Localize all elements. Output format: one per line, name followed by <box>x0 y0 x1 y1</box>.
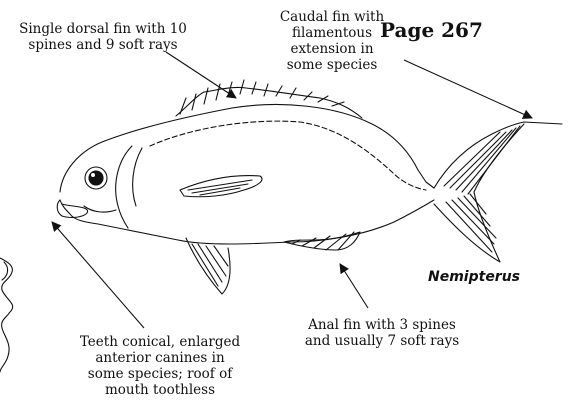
anal-fin-arrow <box>340 264 368 308</box>
caudal-fin-label: Caudal fin with filamentous extension in… <box>272 9 392 73</box>
dorsal-fin-arrow <box>166 52 236 98</box>
caudal-fin <box>434 122 562 262</box>
anal-fin-label: Anal fin with 3 spines and usually 7 sof… <box>282 317 482 349</box>
mouth <box>57 200 87 218</box>
genus-label: Nemipterus <box>428 269 520 285</box>
pelvic-fin <box>186 238 230 294</box>
dorsal-fin <box>176 80 362 118</box>
pectoral-fin <box>180 176 262 197</box>
anal-fin <box>284 232 360 250</box>
fish-body-outline <box>60 105 434 244</box>
page-number: Page 267 <box>380 18 483 42</box>
dorsal-fin-label: Single dorsal fin with 10 spines and 9 s… <box>8 21 198 53</box>
adjacent-figure-fragment <box>0 258 13 372</box>
operculum-line <box>116 146 132 228</box>
teeth-label: Teeth conical, enlarged anterior canines… <box>60 334 260 398</box>
teeth-arrow <box>52 222 144 328</box>
caudal-fin-arrow <box>404 60 532 118</box>
